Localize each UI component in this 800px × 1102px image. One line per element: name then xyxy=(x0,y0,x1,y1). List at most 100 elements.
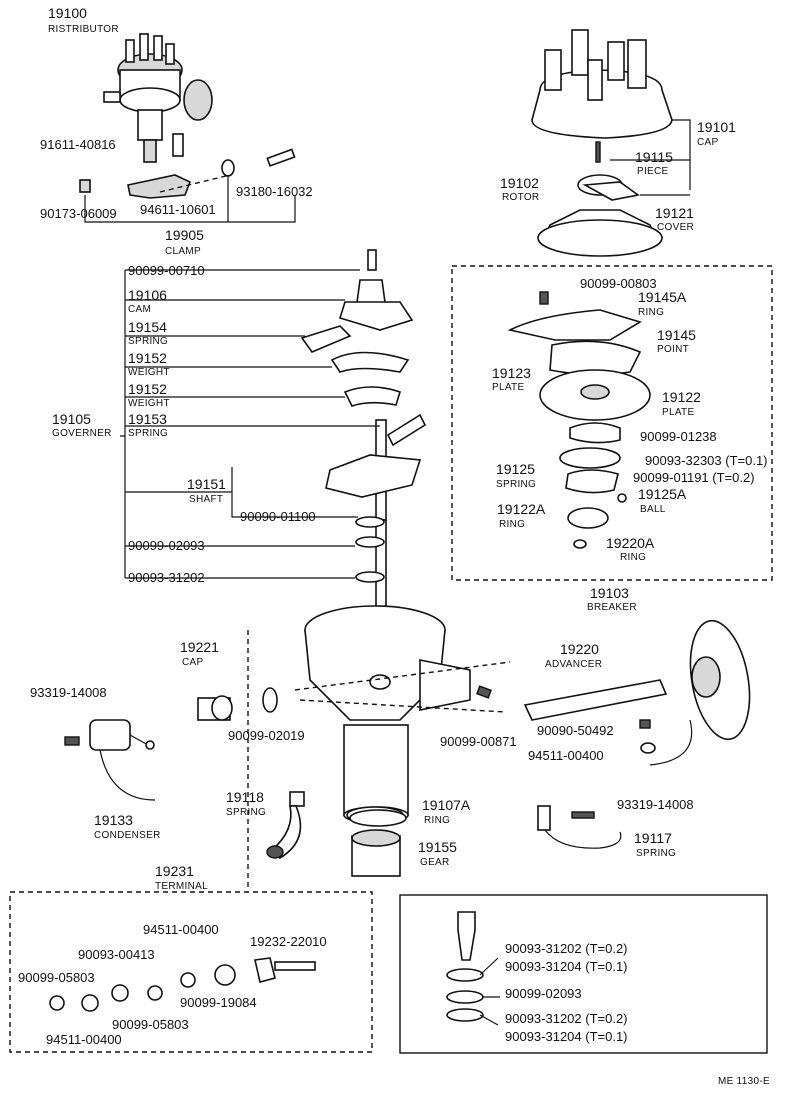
washer-box xyxy=(399,894,768,1054)
label-condenser-num: 19133 xyxy=(94,812,133,828)
label-90093-32303: 90093-32303 (T=0.1) xyxy=(645,453,768,468)
cap-bracket-line xyxy=(610,119,691,196)
housing-drawing xyxy=(304,605,471,824)
label-clamp-name: CLAMP xyxy=(165,246,201,257)
label-90099-01191: 90099-01191 (T=0.2) xyxy=(633,470,755,485)
distributor-assembly-drawing xyxy=(103,33,213,163)
label-spring19117-num: 19117 xyxy=(634,830,672,846)
label-piece-num: 19115 xyxy=(635,149,673,165)
label-spring19118-name: SPRING xyxy=(226,807,266,818)
label-weight2-name: WEIGHT xyxy=(128,398,170,409)
rotor-drawing xyxy=(577,174,640,201)
label-cap-name: CAP xyxy=(697,137,718,148)
label-90090-01100: 90090-01100 xyxy=(240,509,316,524)
washer-drawing xyxy=(446,911,484,1022)
label-94511-00400-advancer: 94511-00400 xyxy=(528,748,604,763)
label-plate19123-name: PLATE xyxy=(492,382,524,393)
label-weight1-num: 19152 xyxy=(128,350,167,366)
label-94511-00400-terminal: 94511-00400 xyxy=(143,922,219,937)
breaker-parts-drawing xyxy=(507,291,651,549)
label-shaft-num: 19151 xyxy=(187,476,226,492)
label-ring19107a-num: 19107A xyxy=(422,797,471,813)
label-rotor-name: ROTOR xyxy=(502,192,539,203)
label-ring19220a-num: 19220A xyxy=(606,535,655,551)
label-spring19118-num: 19118 xyxy=(226,789,264,805)
label-advancer-name: ADVANCER xyxy=(545,659,602,670)
label-point-num: 19145 xyxy=(657,327,696,343)
label-90099-00871: 90099-00871 xyxy=(440,734,517,749)
label-cam-num: 19106 xyxy=(128,287,167,303)
label-gear-num: 19155 xyxy=(418,839,457,855)
label-ring19122a-num: 19122A xyxy=(497,501,546,517)
condenser-drawing xyxy=(64,719,156,801)
label-spring19154-name: SPRING xyxy=(128,336,168,347)
part-labels: 19100 RISTRIBUTOR 91611-40816 93180-1603… xyxy=(18,5,770,1087)
label-cam-name: CAM xyxy=(128,304,151,315)
label-weight2-num: 19152 xyxy=(128,381,167,397)
label-piece-name: PIECE xyxy=(637,166,669,177)
label-rotor-num: 19102 xyxy=(500,175,539,191)
label-spring19125-num: 19125 xyxy=(496,461,535,477)
label-spring19153-name: SPRING xyxy=(128,428,168,439)
washer-leader-lines xyxy=(479,957,500,1026)
label-governer-num: 19105 xyxy=(52,411,91,427)
label-90093-31204-t01-a: 90093-31204 (T=0.1) xyxy=(505,959,628,974)
label-clamp-num: 19905 xyxy=(165,227,204,243)
label-90099-02093-washer: 90099-02093 xyxy=(505,986,582,1001)
label-90099-05803-left: 90099-05803 xyxy=(18,970,95,985)
label-ring19220a-name: RING xyxy=(620,552,646,563)
label-plate19122-num: 19122 xyxy=(662,389,701,405)
governor-parts-drawing xyxy=(300,249,427,621)
cap-drawing xyxy=(531,29,673,163)
label-90093-31202-t02-a: 90093-31202 (T=0.2) xyxy=(505,941,628,956)
gear-drawing xyxy=(349,809,407,877)
label-point-name: POINT xyxy=(657,344,689,355)
label-ring19145a-num: 19145A xyxy=(638,289,687,305)
label-distributor-num: 19100 xyxy=(48,5,87,21)
terminal-box xyxy=(9,891,373,1053)
label-90093-31204-t01-b: 90093-31204 (T=0.1) xyxy=(505,1029,628,1044)
spring-19117-drawing xyxy=(537,805,622,849)
label-ball-num: 19125A xyxy=(638,486,687,502)
label-distributor-name: RISTRIBUTOR xyxy=(48,24,119,35)
label-91611-40816: 91611-40816 xyxy=(40,137,116,152)
label-90173-06009: 90173-06009 xyxy=(40,206,117,221)
label-90099-19084: 90099-19084 xyxy=(180,995,257,1010)
label-plate19122-name: PLATE xyxy=(662,407,694,418)
label-terminal-num: 19231 xyxy=(155,863,194,879)
label-94611-10601: 94611-10601 xyxy=(140,202,216,217)
label-spring19125-name: SPRING xyxy=(496,479,536,490)
advancer-drawing xyxy=(523,619,751,766)
label-spring19117-name: SPRING xyxy=(636,848,676,859)
label-93319-14008-spring: 93319-14008 xyxy=(617,797,694,812)
label-90099-00803: 90099-00803 xyxy=(580,276,657,291)
label-breaker-num: 19103 xyxy=(590,585,629,601)
label-drawing-code: ME 1130-E xyxy=(718,1076,770,1087)
label-90090-50492: 90090-50492 xyxy=(537,723,614,738)
label-cap19221-num: 19221 xyxy=(180,639,219,655)
label-ball-name: BALL xyxy=(640,504,666,515)
label-cap-num: 19101 xyxy=(697,119,736,135)
label-90099-01238: 90099-01238 xyxy=(640,429,717,444)
label-90099-02019: 90099-02019 xyxy=(228,728,305,743)
label-19232-22010: 19232-22010 xyxy=(250,934,327,949)
label-gear-name: GEAR xyxy=(420,857,450,868)
distributor-clamp-drawing xyxy=(79,133,296,199)
label-90099-05803-right: 90099-05803 xyxy=(112,1017,189,1032)
cover-drawing xyxy=(537,209,663,257)
spring-19118-drawing xyxy=(266,791,305,860)
breaker-box xyxy=(451,265,773,581)
cap-19221-drawing xyxy=(197,685,492,721)
clamp-bracket-line xyxy=(84,175,296,223)
label-spring19154-num: 19154 xyxy=(128,319,167,335)
terminal-parts-drawing xyxy=(49,957,316,1012)
label-cover-num: 19121 xyxy=(655,205,694,221)
label-governer-name: GOVERNER xyxy=(52,428,112,439)
governer-bracket-line xyxy=(120,269,380,579)
label-90093-31202-governer: 90093-31202 xyxy=(128,570,205,585)
label-ring19122a-name: RING xyxy=(499,519,525,530)
label-90099-02093-governer: 90099-02093 xyxy=(128,538,205,553)
label-plate19123-num: 19123 xyxy=(492,365,531,381)
label-terminal-name: TERMINAL xyxy=(155,881,208,892)
